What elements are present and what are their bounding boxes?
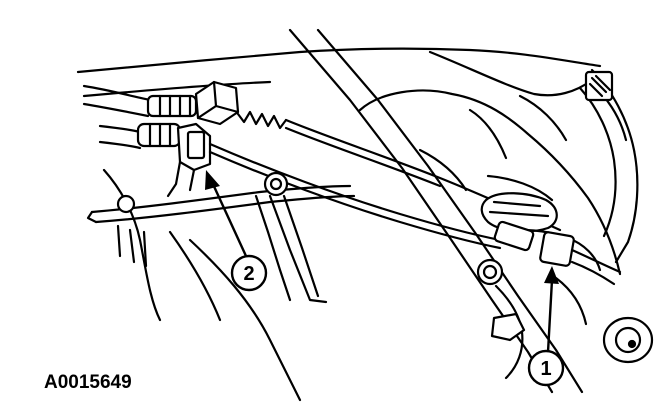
housing-rib-2 (418, 148, 468, 192)
upper-bracket-block (194, 80, 240, 126)
callout-1-leader (546, 278, 554, 354)
selector-rod (570, 248, 622, 274)
callout-1: 1 (527, 349, 565, 387)
lower-cable-sheath-2 (98, 140, 142, 150)
vertical-strut-outer (254, 194, 292, 302)
callout-2-leader (210, 180, 248, 258)
upper-cable-sheath (82, 84, 152, 102)
upper-cable-rod-2 (284, 126, 442, 188)
left-lower-bolt (116, 194, 136, 214)
lower-right-nut (490, 312, 526, 342)
selector-rod-2 (570, 260, 616, 286)
upper-frame-inner (82, 80, 272, 98)
upper-cable-ferrule (146, 94, 198, 118)
upper-right-bolt-hatch (588, 74, 612, 98)
center-bolt (263, 171, 289, 197)
left-plate-lower (168, 230, 222, 322)
left-mounting-plate (102, 168, 162, 322)
housing-rib-1 (468, 108, 508, 160)
vertical-strut-left (268, 194, 328, 304)
cable-spring (236, 110, 288, 130)
housing-rib-3 (518, 94, 568, 142)
left-plate-edge (116, 224, 148, 268)
lower-cable-rod-2 (208, 150, 502, 250)
callout-2: 2 (230, 254, 268, 292)
callout-1-label: 1 (540, 358, 551, 380)
housing-outline (358, 89, 622, 276)
upper-frame-contour (76, 47, 602, 74)
diagonal-tube-left-edge (288, 28, 554, 394)
lower-bracket-leg (166, 160, 196, 198)
linkage-bar-end (86, 210, 98, 224)
upper-ferrule-grooves (158, 94, 192, 118)
callout-1-arrowhead (544, 266, 559, 284)
lower-right-bolt-inner (482, 264, 498, 280)
upper-bracket-edge (196, 80, 240, 120)
lower-right-cover-inner (614, 326, 642, 354)
lower-left-edge (188, 238, 302, 402)
center-bolt-inner (269, 177, 283, 191)
vertical-strut-right (282, 194, 320, 298)
callout-2-label: 2 (243, 263, 254, 285)
lower-cable-sheath (98, 124, 142, 134)
housing-rib-4 (486, 174, 554, 202)
upper-cable-sheath-lower (82, 102, 150, 118)
lower-right-bolt (476, 258, 504, 286)
linkage-bar-bottom (94, 194, 356, 224)
lever-cap-hatch (488, 200, 550, 218)
figure-code: A0015649 (44, 372, 132, 393)
cable-end-clip (493, 220, 535, 252)
bellhousing-inner (578, 86, 617, 238)
selector-retainer (539, 231, 575, 267)
lower-cable-rod (208, 142, 502, 242)
lower-right-flange (554, 276, 588, 326)
lower-right-cover (602, 316, 654, 364)
lower-ferrule-grooves (148, 122, 172, 148)
callout-2-arrowhead (205, 170, 220, 190)
housing-curve-top (428, 50, 594, 97)
lower-right-cover-dot (627, 339, 637, 349)
lower-clip-retainer (186, 130, 206, 160)
